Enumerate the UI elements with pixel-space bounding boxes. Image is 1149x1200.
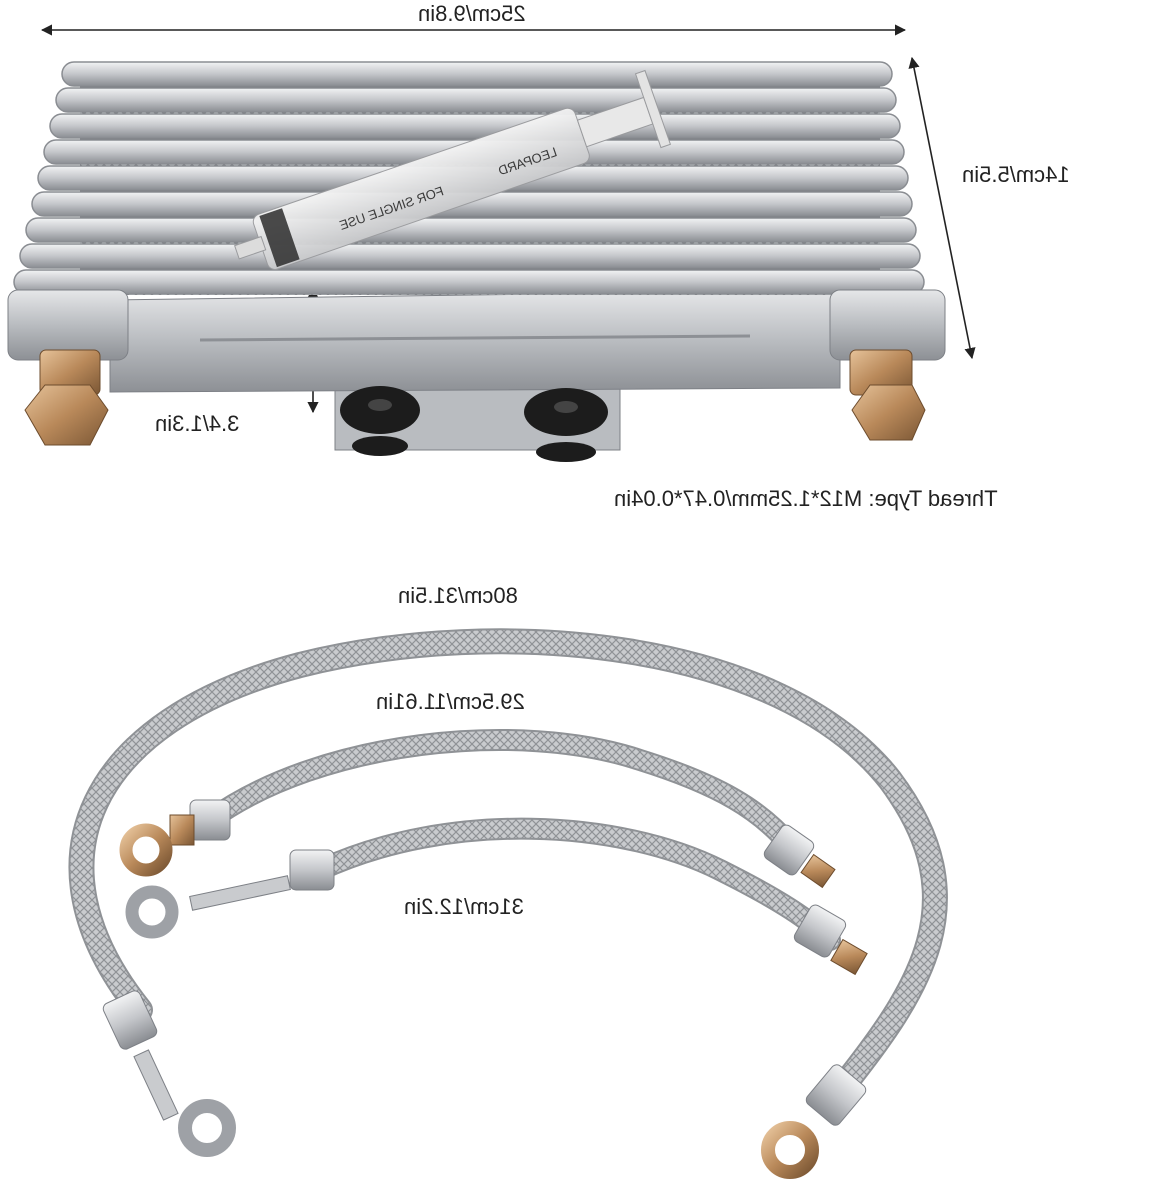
oil-cooler-radiator — [7, 61, 946, 451]
rubber-grommets — [340, 386, 608, 462]
syringe: FOR SINGLE USE LEOPARD — [234, 69, 672, 270]
hose-mid — [119, 729, 836, 889]
bracket-label: 3.4/1.3in — [155, 411, 240, 436]
height-label: 14cm/5.5in — [962, 162, 1070, 187]
height-label-text: 14cm/5.5in — [962, 162, 1070, 187]
hose-short-label-text: 31cm/12.2in — [404, 894, 524, 919]
bracket-label-text: 3.4/1.3in — [155, 411, 240, 436]
height-dimension-arrow — [908, 56, 976, 360]
thread-type-label-text: Thread Type: M12*1.25mm/0.47*0.04in — [614, 486, 998, 511]
thread-type-label: Thread Type: M12*1.25mm/0.47*0.04in — [614, 486, 998, 511]
width-label-text: 25cm/9.8in — [418, 1, 526, 26]
hose-short-label: 31cm/12.2in — [404, 894, 524, 919]
hose-long-label: 80cm/31.5in — [398, 583, 518, 608]
hose-short — [125, 817, 868, 976]
hose-mid-label-text: 29.5cm/11.61in — [376, 689, 525, 714]
hose-mid-label: 29.5cm/11.61in — [376, 689, 525, 714]
hose-long — [68, 628, 948, 1179]
width-label: 25cm/9.8in — [418, 1, 526, 26]
hose-long-label-text: 80cm/31.5in — [398, 583, 518, 608]
